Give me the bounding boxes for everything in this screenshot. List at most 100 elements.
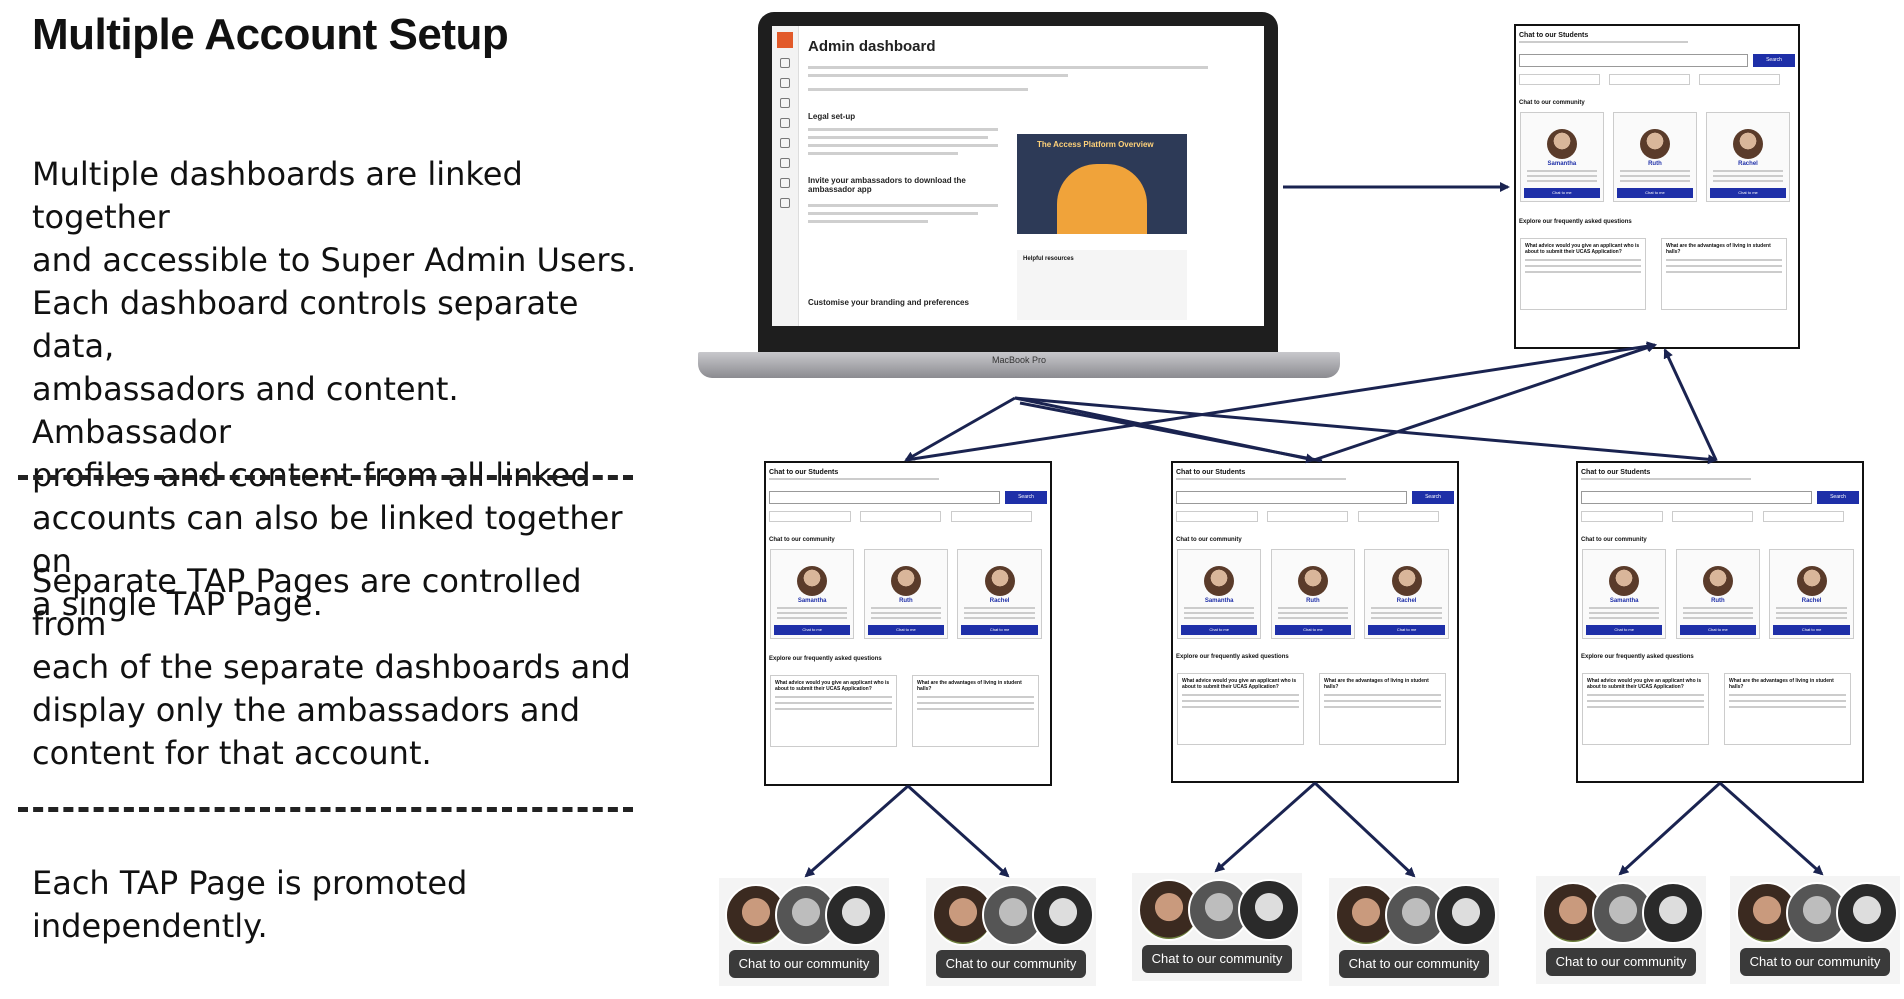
chat-to-me-button[interactable]: Chat to me: [1679, 625, 1757, 635]
tap-search-input[interactable]: [769, 491, 1000, 504]
faq-question: What are the advantages of living in stu…: [1666, 242, 1771, 255]
settings-icon[interactable]: [780, 158, 790, 168]
chat-to-our-community-button[interactable]: Chat to our community: [1142, 945, 1292, 973]
help-icon[interactable]: [780, 198, 790, 208]
section-text-dashboards: Multiple dashboards are linked together …: [32, 155, 637, 623]
filter-course[interactable]: [1671, 511, 1754, 522]
filter-campus[interactable]: [769, 511, 851, 522]
faq-card[interactable]: What are the advantages of living in stu…: [912, 674, 1039, 747]
chat-to-me-button[interactable]: Chat to me: [1368, 625, 1445, 635]
content-icon[interactable]: [780, 98, 790, 108]
section-divider: [18, 475, 633, 480]
profile-name: Ruth: [1306, 598, 1320, 604]
arrow-to-tap-3: [1014, 396, 1718, 465]
chat-to-me-button[interactable]: Chat to me: [1181, 625, 1258, 635]
helpful-resources-heading: Helpful resources: [1023, 256, 1074, 262]
page-title: Multiple Account Setup: [32, 10, 509, 59]
link-icon[interactable]: [780, 178, 790, 188]
tap-search-input[interactable]: [1581, 491, 1812, 504]
filter-course[interactable]: [1609, 74, 1691, 85]
chat-to-our-community-button[interactable]: Chat to our community: [936, 950, 1086, 978]
arrow-shaft: [1019, 401, 1323, 463]
chat-to-me-button[interactable]: Chat to me: [1586, 625, 1663, 635]
tap-community-heading: Chat to our community: [769, 537, 835, 543]
avatar: [1297, 566, 1328, 596]
chat-to-me-button[interactable]: Chat to me: [1710, 188, 1786, 198]
tap-search-input[interactable]: [1176, 491, 1407, 504]
chat-to-our-community-button[interactable]: Chat to our community: [1546, 948, 1696, 976]
tap-search-button[interactable]: Search: [1412, 491, 1454, 504]
tap-search-button[interactable]: Search: [1753, 54, 1795, 67]
clock-icon[interactable]: [780, 118, 790, 128]
overview-video[interactable]: The Access Platform Overview: [1017, 134, 1187, 234]
chat-to-our-community-button[interactable]: Chat to our community: [1339, 950, 1489, 978]
filter-study-level[interactable]: [1357, 511, 1440, 522]
tap-community-heading: Chat to our community: [1581, 537, 1647, 543]
people-icon[interactable]: [780, 138, 790, 148]
avatar: [1542, 882, 1604, 944]
avatar: [1238, 879, 1300, 941]
faq-card[interactable]: What are the advantages of living in stu…: [1319, 672, 1446, 745]
profile-name: Rachel: [1738, 161, 1758, 167]
tap-search-button[interactable]: Search: [1817, 491, 1859, 504]
avatar: [1642, 882, 1704, 944]
step-legal-setup: Legal set-up: [808, 112, 856, 121]
chat-icon[interactable]: [780, 78, 790, 88]
faq-card[interactable]: What advice would you give an applicant …: [1520, 237, 1647, 310]
arrow-tap-2-widget-a: [1214, 781, 1316, 873]
faq-card[interactable]: What are the advantages of living in stu…: [1724, 672, 1851, 745]
chat-to-me-button[interactable]: Chat to me: [867, 625, 945, 635]
chat-to-me-button[interactable]: Chat to me: [774, 625, 851, 635]
tap-search-input[interactable]: [1519, 54, 1748, 67]
tap-faq-heading: Explore our frequently asked questions: [1581, 653, 1694, 660]
faq-card[interactable]: What advice would you give an applicant …: [1177, 672, 1304, 745]
chat-to-our-community-button[interactable]: Chat to our community: [729, 950, 879, 978]
filter-campus[interactable]: [1519, 74, 1600, 85]
chat-widget: Chat to our community: [1132, 873, 1302, 981]
chat-to-me-button[interactable]: Chat to me: [1274, 625, 1352, 635]
avatar: [1032, 884, 1094, 946]
filter-study-level[interactable]: [950, 511, 1033, 522]
filter-study-level[interactable]: [1762, 511, 1845, 522]
avatar: [1836, 882, 1898, 944]
chat-to-me-button[interactable]: Chat to me: [1524, 188, 1600, 198]
faq-question: What are the advantages of living in stu…: [1324, 677, 1429, 690]
filter-course[interactable]: [1266, 511, 1349, 522]
avatar: [1796, 566, 1827, 596]
tap-faq-heading: Explore our frequently asked questions: [1176, 653, 1289, 660]
filter-study-level[interactable]: [1699, 74, 1781, 85]
faq-card[interactable]: What advice would you give an applicant …: [770, 674, 897, 747]
tap-heading: Chat to our Students: [1519, 32, 1589, 39]
avatar: [1732, 129, 1763, 159]
avatar: [984, 566, 1015, 596]
chat-to-me-button[interactable]: Chat to me: [961, 625, 1038, 635]
profile-name: Samantha: [1609, 598, 1639, 604]
step-customise-branding: Customise your branding and preferences: [808, 298, 969, 307]
faq-card[interactable]: What are the advantages of living in stu…: [1661, 237, 1788, 310]
chat-to-our-community-button[interactable]: Chat to our community: [1740, 948, 1890, 976]
filter-campus[interactable]: [1581, 511, 1663, 522]
admin-dashboard-screen: Admin dashboard Legal set-up Invite your…: [772, 26, 1264, 326]
home-icon[interactable]: [780, 58, 790, 68]
laptop-base: MacBook Pro: [698, 352, 1340, 378]
chat-to-me-button[interactable]: Chat to me: [1773, 625, 1850, 635]
faq-card[interactable]: What advice would you give an applicant …: [1582, 672, 1709, 745]
chat-to-me-button[interactable]: Chat to me: [1617, 188, 1693, 198]
avatar: [890, 566, 921, 596]
filter-campus[interactable]: [1176, 511, 1258, 522]
tap-search-button[interactable]: Search: [1005, 491, 1047, 504]
avatar: [1702, 566, 1733, 596]
filter-course[interactable]: [859, 511, 942, 522]
laptop-device: Admin dashboard Legal set-up Invite your…: [758, 12, 1278, 362]
arrow-tap-2-widget-b: [1313, 781, 1416, 878]
